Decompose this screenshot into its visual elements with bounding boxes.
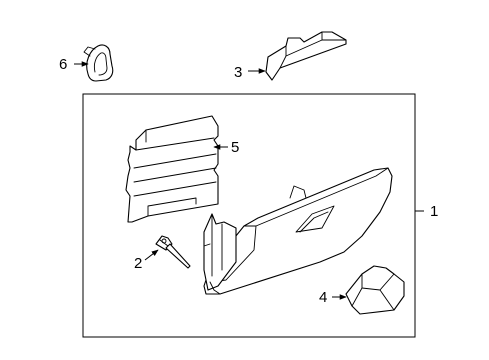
callout-2-label: 2 [134,255,142,272]
part-3-bracket[interactable] [265,31,347,81]
callout-4-label: 4 [319,289,327,306]
assembly-frame [82,93,416,338]
callout-5-label: 5 [231,139,239,156]
callout-1-label: 1 [430,203,438,220]
part-6-clip[interactable] [83,44,114,82]
part-5-panel[interactable] [125,115,219,223]
callout-2-leader [144,249,159,261]
part-2-pin[interactable] [155,235,191,269]
part-1-glove-box[interactable] [203,167,393,295]
callout-3-label: 3 [234,64,242,81]
part-4-latch[interactable] [345,265,405,315]
callout-6-label: 6 [59,56,67,73]
